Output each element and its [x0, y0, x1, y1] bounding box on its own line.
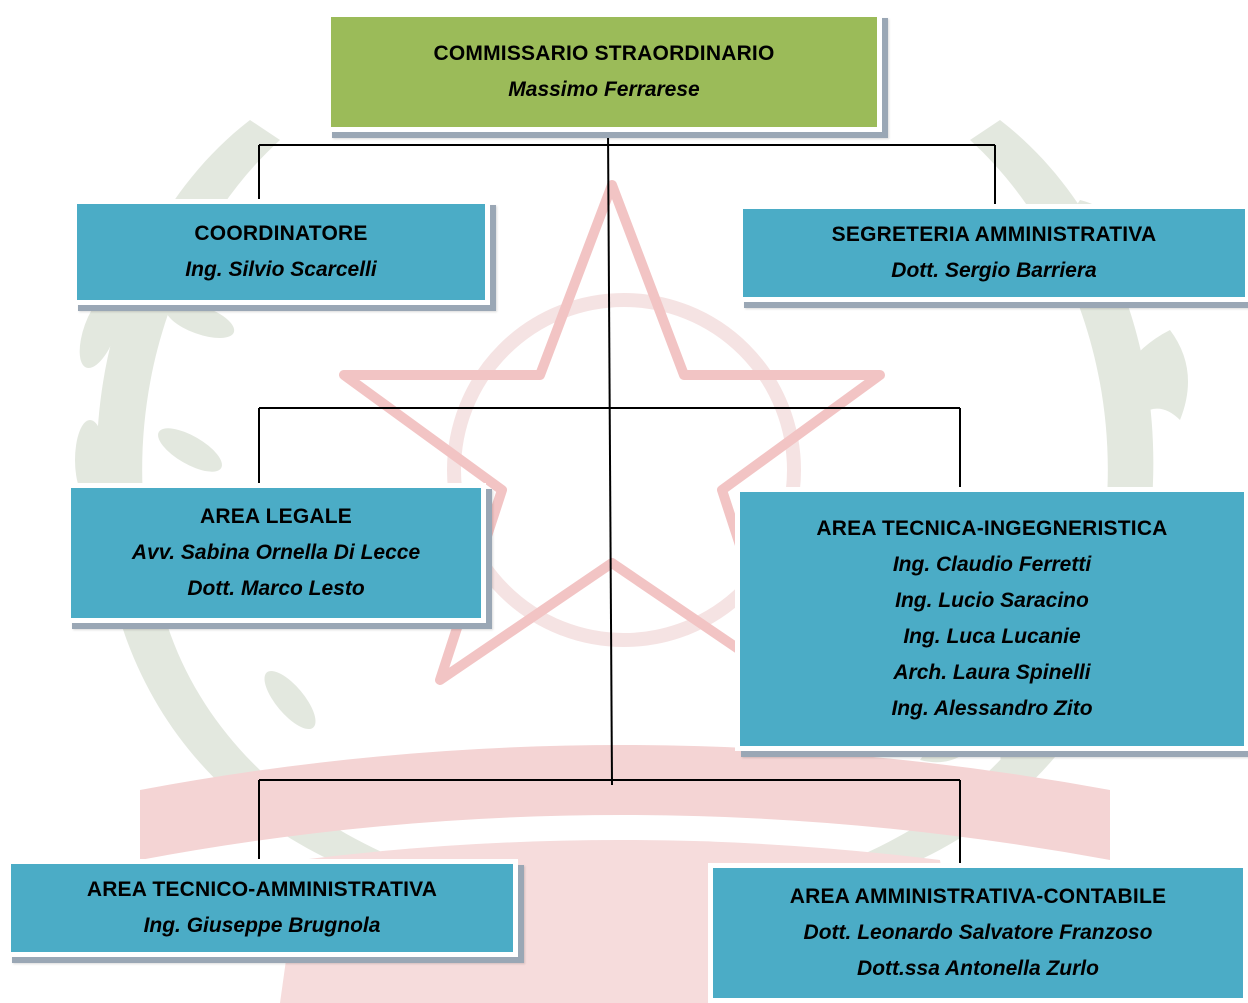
box-title: COORDINATORE	[194, 222, 368, 245]
person-name: Ing. Silvio Scarcelli	[185, 258, 377, 281]
star-watermark	[339, 180, 885, 685]
person-name: Dott. Marco Lesto	[187, 577, 365, 600]
person-name: Ing. Lucio Saracino	[895, 589, 1089, 612]
box-commissario-straordinario: COMMISSARIO STRAORDINARIO Massimo Ferrar…	[326, 12, 882, 132]
box-title: AREA TECNICA-INGEGNERISTICA	[816, 517, 1168, 540]
person-name: Ing. Giuseppe Brugnola	[143, 914, 381, 937]
person-name: Ing. Claudio Ferretti	[892, 553, 1092, 576]
box-coordinatore: COORDINATORE Ing. Silvio Scarcelli	[72, 199, 490, 305]
box-title: AREA AMMINISTRATIVA-CONTABILE	[789, 885, 1167, 908]
person-name: Dott. Leonardo Salvatore Franzoso	[803, 921, 1153, 944]
box-title: AREA TECNICO-AMMINISTRATIVA	[86, 878, 438, 901]
ribbon-watermark	[140, 745, 1110, 860]
connector-trunk	[607, 129, 613, 786]
box-area-amministrativa-contabile: AREA AMMINISTRATIVA-CONTABILE Dott. Leon…	[708, 863, 1248, 1003]
person-name: Dott.ssa Antonella Zurlo	[857, 957, 1099, 980]
person-name: Dott. Sergio Barriera	[891, 259, 1097, 282]
person-name: Arch. Laura Spinelli	[893, 661, 1091, 684]
box-title: SEGRETERIA AMMINISTRATIVA	[831, 223, 1157, 246]
box-area-tecnico-amministrativa: AREA TECNICO-AMMINISTRATIVA Ing. Giusepp…	[6, 859, 518, 957]
person-name: Avv. Sabina Ornella Di Lecce	[131, 541, 421, 564]
box-segreteria-amministrativa: SEGRETERIA AMMINISTRATIVA Dott. Sergio B…	[738, 204, 1248, 302]
gear-ring-watermark	[447, 293, 801, 647]
person-name: Ing. Luca Lucanie	[903, 625, 1081, 648]
person-name: Ing. Alessandro Zito	[891, 697, 1093, 720]
box-title: COMMISSARIO STRAORDINARIO	[433, 42, 775, 65]
box-area-legale: AREA LEGALE Avv. Sabina Ornella Di Lecce…	[66, 483, 486, 623]
person-name: Massimo Ferrarese	[508, 78, 700, 101]
box-area-tecnica-ingegneristica: AREA TECNICA-INGEGNERISTICA Ing. Claudio…	[735, 487, 1248, 751]
box-title: AREA LEGALE	[200, 505, 352, 528]
